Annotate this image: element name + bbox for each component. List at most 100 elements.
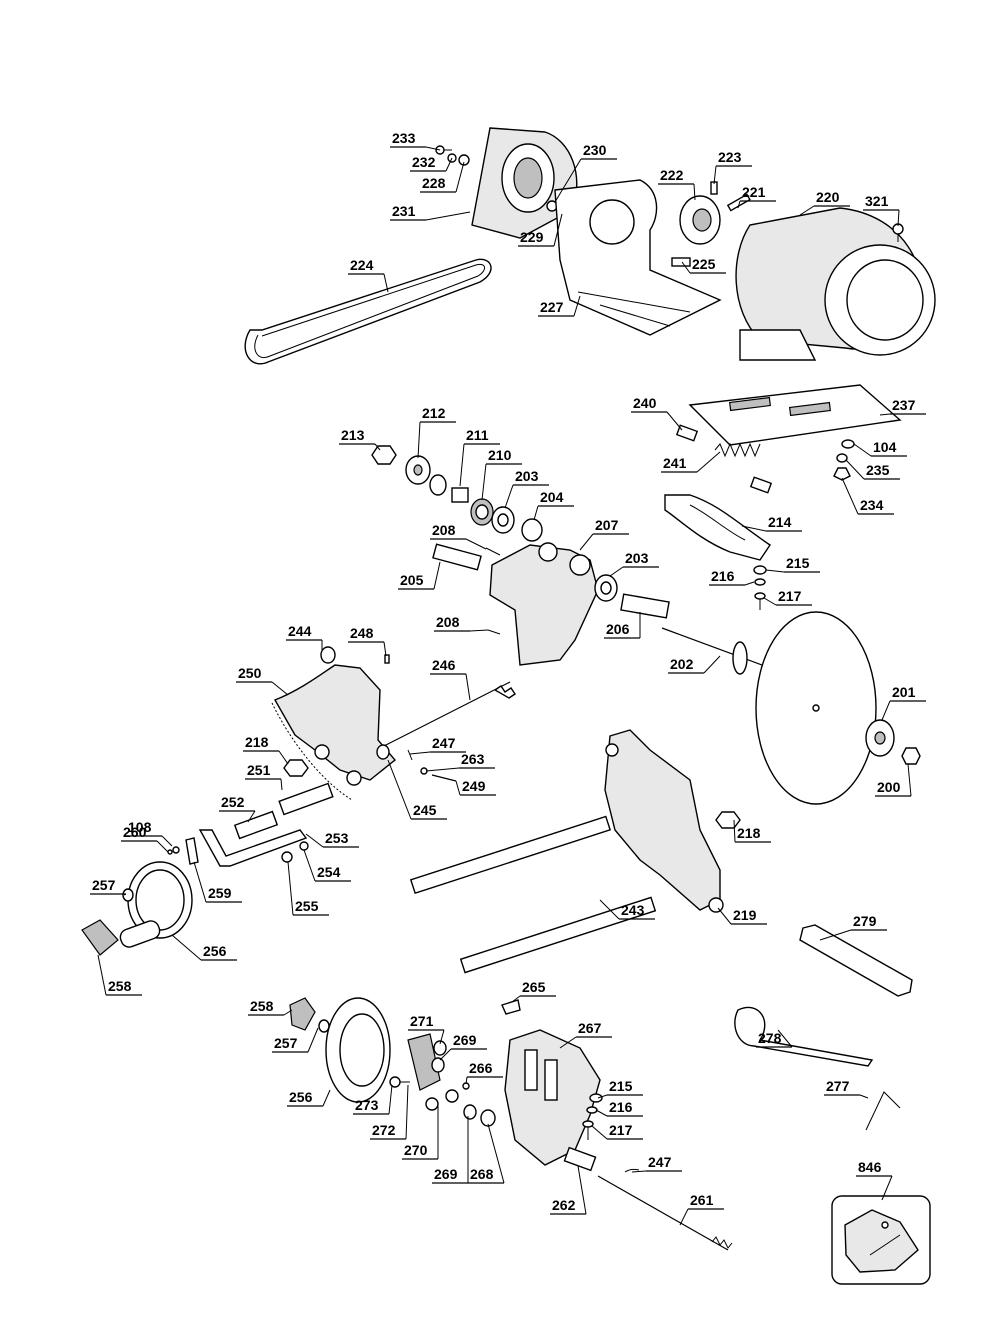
callout-leader — [559, 1036, 577, 1049]
callout-p217a: 217 — [763, 588, 812, 606]
pin-247a — [407, 749, 413, 761]
part-number-label: 215 — [786, 555, 810, 571]
part-number-label: 230 — [583, 142, 607, 158]
callout-leader — [881, 700, 891, 721]
washer-215a — [753, 565, 767, 575]
motor-plate-237 — [688, 384, 902, 446]
part-number-label: 269 — [453, 1032, 477, 1048]
part-number-label: 203 — [515, 468, 539, 484]
spring-241 — [714, 442, 773, 494]
callout-leader — [713, 165, 717, 185]
callout-leader — [666, 411, 683, 431]
callout-leader — [577, 1165, 587, 1215]
part-number-label: 262 — [552, 1197, 576, 1213]
callout-leader — [744, 581, 755, 586]
arbor-shaft-202 — [661, 627, 771, 675]
callout-leader — [469, 629, 489, 632]
callout-leader — [417, 421, 421, 459]
key-221 — [726, 193, 751, 212]
part-number-label: 201 — [892, 684, 916, 700]
part-number-label: 245 — [413, 802, 437, 818]
callout-leader — [123, 893, 127, 896]
nut-213 — [371, 445, 397, 465]
part-number-label: 205 — [400, 572, 424, 588]
callout-leader — [511, 995, 521, 1003]
callout-p267: 267 — [559, 1020, 612, 1049]
callout-p235: 235 — [845, 459, 900, 480]
clip-265 — [501, 999, 521, 1015]
callout-leader — [383, 273, 389, 293]
callout-p216a: 216 — [709, 568, 755, 586]
flange-201 — [865, 719, 895, 757]
callout-leader — [439, 1048, 452, 1061]
callout-leader — [283, 1009, 293, 1016]
callout-leader — [322, 1089, 331, 1107]
washer-268 — [480, 1109, 496, 1127]
callout-p246: 246 — [430, 657, 471, 701]
callout-p206: 206 — [604, 612, 641, 639]
part-number-label: 235 — [866, 462, 890, 478]
callout-p231: 231 — [390, 203, 471, 221]
part-number-label: 260 — [123, 824, 147, 840]
part-number-label: 212 — [422, 405, 446, 421]
callout-leader — [455, 780, 461, 796]
part-number-label: 247 — [648, 1154, 672, 1170]
callout-leader — [897, 209, 900, 227]
bearing-203a — [491, 506, 515, 534]
callout-leader — [841, 477, 859, 515]
callout-p258a: 258 — [97, 954, 142, 996]
callout-p229: 229 — [518, 213, 563, 247]
callout-p216b: 216 — [595, 1099, 643, 1117]
callout-leader — [405, 1084, 409, 1140]
sleeve-262 — [563, 1146, 597, 1172]
callout-p204: 204 — [533, 489, 574, 521]
callout-p202: 202 — [668, 655, 721, 674]
bearing-210 — [470, 498, 494, 526]
part-number-label: 249 — [462, 778, 486, 794]
callout-leader — [737, 200, 741, 209]
part-number-label: 248 — [350, 625, 374, 641]
callout-p258b: 258 — [248, 998, 293, 1016]
part-number-label: 224 — [350, 257, 374, 273]
callout-leader — [465, 538, 487, 550]
callout-leader — [703, 655, 721, 674]
callout-p252: 252 — [219, 794, 256, 823]
bracket-267 — [504, 1029, 601, 1166]
part-number-label: 270 — [404, 1142, 428, 1158]
callout-p265: 265 — [511, 979, 556, 1003]
part-number-label: 253 — [325, 830, 349, 846]
callout-p254: 254 — [303, 849, 351, 882]
part-number-label: 234 — [860, 497, 884, 513]
callout-leader — [799, 205, 815, 216]
callout-p244: 244 — [286, 623, 323, 650]
part-number-label: 244 — [288, 623, 312, 639]
callout-p222: 222 — [658, 167, 696, 201]
callout-leader — [597, 1094, 608, 1099]
part-number-label: 246 — [432, 657, 456, 673]
callout-p227: 227 — [538, 295, 581, 317]
arbor-bracket-214 — [664, 494, 771, 561]
callout-p261: 261 — [679, 1192, 724, 1226]
hardware-kit-846 — [831, 1195, 931, 1285]
washer-104 — [841, 439, 855, 449]
shaft-252 — [233, 810, 279, 840]
screw-255 — [281, 851, 293, 863]
washer-269b — [463, 1104, 477, 1120]
part-number-label: 261 — [690, 1192, 714, 1208]
callout-p218a: 218 — [243, 734, 289, 765]
callout-leader — [487, 1123, 505, 1184]
callout-p278: 278 — [756, 1029, 793, 1048]
part-number-label: 218 — [245, 734, 269, 750]
callout-leader — [554, 158, 582, 203]
callout-p234: 234 — [841, 477, 894, 515]
callout-p270: 270 — [402, 1106, 439, 1160]
part-number-label: 213 — [341, 427, 365, 443]
part-number-label: 220 — [816, 189, 840, 205]
part-number-label: 217 — [778, 588, 802, 604]
part-number-label: 272 — [372, 1122, 396, 1138]
block-272 — [407, 1033, 441, 1091]
callout-leader — [303, 849, 316, 882]
part-number-label: 211 — [466, 427, 489, 443]
lever-259 — [185, 837, 199, 865]
part-number-label: 256 — [289, 1089, 313, 1105]
